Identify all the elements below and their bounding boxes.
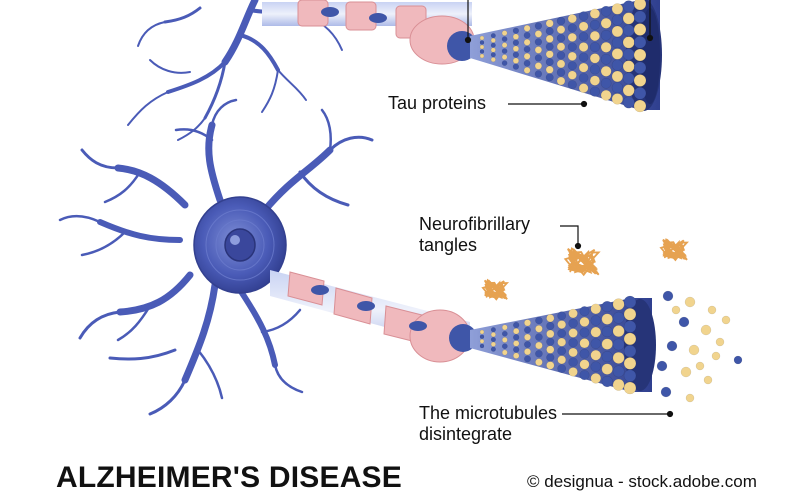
tau-proteins-label: Tau proteins xyxy=(388,93,487,113)
bottom-axon xyxy=(270,270,477,363)
tangles-label-line1: Neurofibrillary xyxy=(419,214,531,234)
neurofibrillary-tangles xyxy=(481,237,689,301)
leader-lines xyxy=(464,0,674,418)
neuron-soma xyxy=(193,196,287,294)
tangles-label-line2: tangles xyxy=(419,235,478,255)
bottom-neuron-dendrites xyxy=(58,98,374,416)
bottom-microtubule xyxy=(470,290,743,403)
disintegrate-label-line2: disintegrate xyxy=(419,424,513,444)
page-title: ALZHEIMER'S DISEASE xyxy=(56,461,402,494)
disintegrate-label-line1: The microtubules xyxy=(419,403,558,423)
top-microtubule xyxy=(470,0,662,113)
top-axon xyxy=(262,0,477,65)
image-credit: © designua - stock.adobe.com xyxy=(527,472,757,491)
